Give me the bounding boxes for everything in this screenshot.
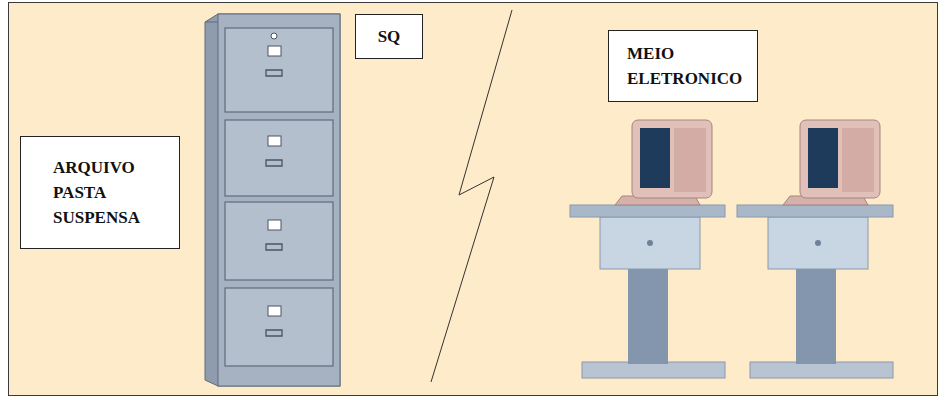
divider-line	[431, 10, 512, 382]
box-label: ARQUIVO PASTA SUSPENSA	[53, 155, 151, 230]
box-label: MEIO ELETRONICO	[627, 41, 747, 91]
label-box: MEIO ELETRONICO	[608, 30, 758, 102]
label-box: SQ	[355, 14, 423, 59]
filing-cabinet	[205, 14, 340, 386]
box-label: SQ	[362, 24, 416, 49]
label-box: ARQUIVO PASTA SUSPENSA	[20, 136, 180, 249]
computer-desk	[737, 120, 893, 378]
computer-desk	[570, 120, 725, 378]
